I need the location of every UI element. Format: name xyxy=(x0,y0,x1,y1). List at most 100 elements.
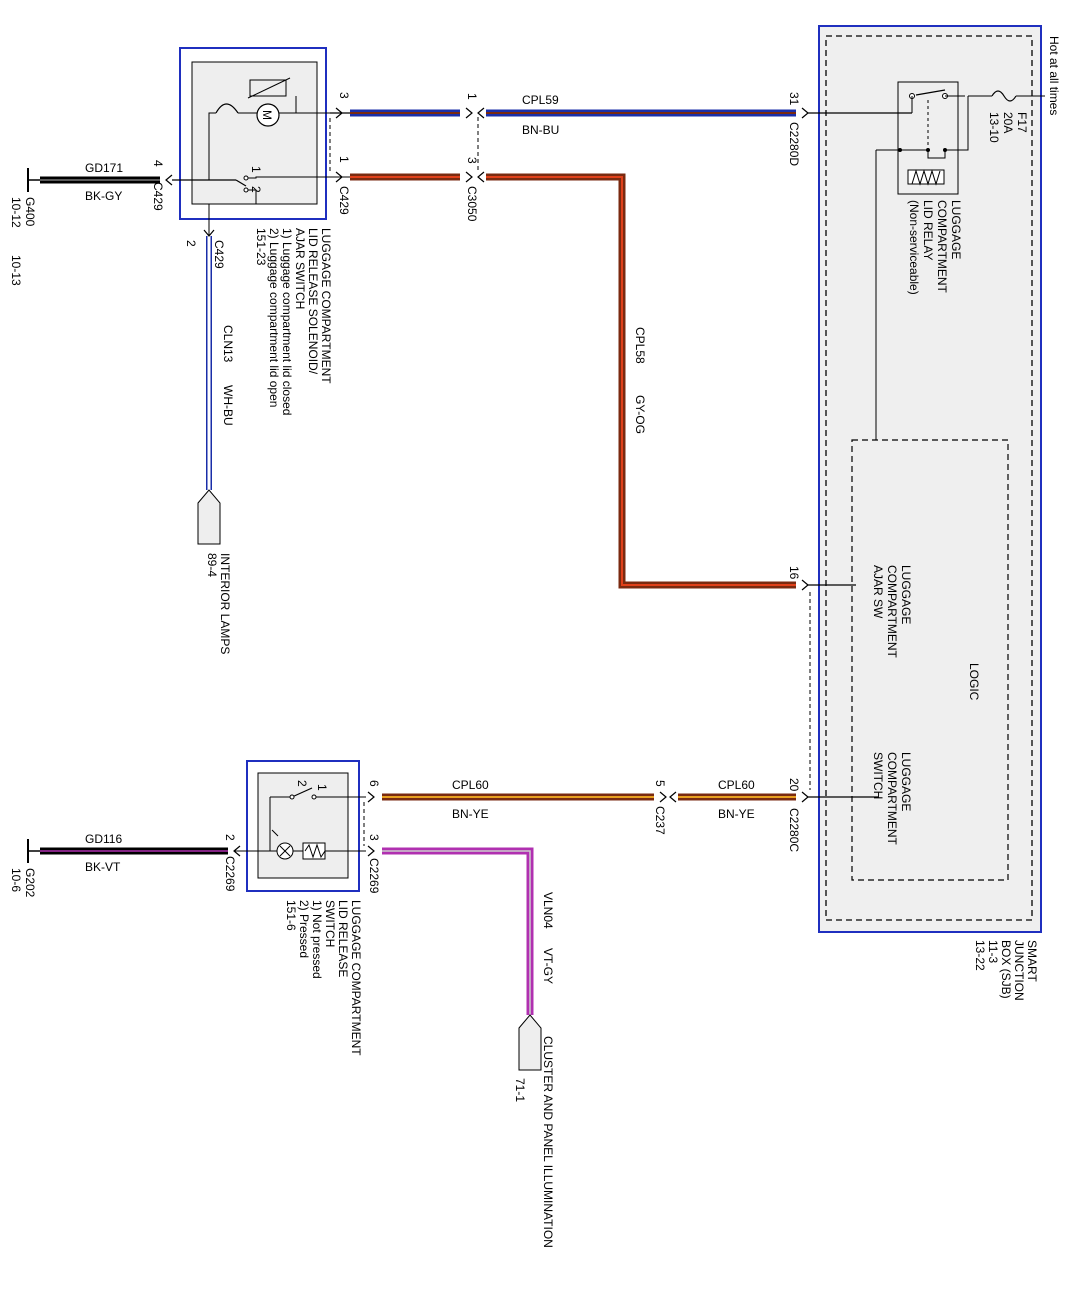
fuse-name: F17 xyxy=(1015,112,1029,133)
fuse-symbol xyxy=(991,90,1017,102)
c2269-label-b: C2269 xyxy=(223,856,237,892)
cpl59-name: CPL59 xyxy=(522,93,559,107)
sjb-dashed-box xyxy=(825,35,1033,921)
logic-label: LOGIC xyxy=(967,663,981,701)
switch-label-2: COMPARTMENT xyxy=(885,752,899,846)
cln13-name: CLN13 xyxy=(221,325,235,363)
g400-label: G400 xyxy=(23,197,37,227)
gd171-name: GD171 xyxy=(85,161,123,175)
fuse-ref: 13-10 xyxy=(987,112,1001,143)
c429-label-b: C429 xyxy=(151,182,165,211)
conn-c2280c: C2280C xyxy=(787,808,801,852)
wire-vln04 xyxy=(382,847,534,1015)
cpl58-color: GY-OG xyxy=(633,395,647,434)
conn-c2280d: C2280D xyxy=(787,122,801,166)
cluster-label: CLUSTER AND PANEL ILLUMINATION xyxy=(541,1036,555,1248)
c2280-pin16-chevron xyxy=(801,579,809,591)
gd116-color: BK-VT xyxy=(85,860,121,874)
c237-chevron-in xyxy=(659,791,667,803)
motor-symbol xyxy=(256,103,280,127)
vln04-color: VT-GY xyxy=(541,948,555,984)
relay-label-3: LID RELAY xyxy=(921,200,935,260)
c2269-label-a: C2269 xyxy=(367,858,381,894)
cluster-ref: 71-1 xyxy=(513,1078,527,1102)
c429-pin4-chevron xyxy=(165,174,173,186)
c2269-pin2: 2 xyxy=(223,834,237,841)
switch-label-3: SWITCH xyxy=(871,752,885,799)
g202-label: G202 xyxy=(23,868,37,898)
cpl60a-color: BN-YE xyxy=(452,807,489,821)
gd171-color: BK-GY xyxy=(85,189,122,203)
c429-pin3-chevron xyxy=(335,107,343,119)
sjb-title-3: BOX (SJB) xyxy=(999,940,1013,999)
ajar-label-2: COMPARTMENT xyxy=(885,565,899,659)
cln13-color: WH-BU xyxy=(221,385,235,426)
cpl60b-name: CPL60 xyxy=(718,778,755,792)
cpl59-color: BN-BU xyxy=(522,123,559,137)
c3050-pin-bottom: 3 xyxy=(465,157,479,164)
relay-label-1: LUGGAGE xyxy=(949,200,963,259)
motor-letter: M xyxy=(260,110,274,120)
c3050-label: C3050 xyxy=(465,186,479,222)
cpl60b-color: BN-YE xyxy=(718,807,755,821)
c2269-pin3: 3 xyxy=(367,834,381,841)
c2269-pin2-chevron xyxy=(233,845,241,857)
pin-16: 16 xyxy=(787,566,801,580)
relay-label-4: (Non-serviceable) xyxy=(907,200,921,295)
release-pin-2: 2 xyxy=(295,780,309,787)
solenoid-label-6: 151-23 xyxy=(254,228,268,266)
logic-dashed-box xyxy=(851,439,1009,881)
g202-ref: 10-6 xyxy=(9,868,23,892)
solenoid-label-3: AJAR SWITCH xyxy=(293,228,307,309)
interior-lamps-connector xyxy=(197,489,221,545)
ajar-label-3: AJAR SW xyxy=(871,565,885,619)
sjb-title-1: SMART xyxy=(1025,940,1039,982)
c429-pin1-chevron xyxy=(335,171,343,183)
g400-ref2: 10-13 xyxy=(9,255,23,286)
ajar-switch-blade xyxy=(235,179,247,187)
wire-cpl58-b xyxy=(486,173,796,589)
solenoid-label-5: 2) Luggage compartment lid open xyxy=(267,228,281,407)
solenoid-label-2: LID RELEASE SOLENOID/ xyxy=(306,228,320,375)
interior-lamps-ref: 89-4 xyxy=(205,553,219,577)
c429-pin3: 3 xyxy=(337,92,351,99)
vln04-name: VLN04 xyxy=(541,892,555,929)
cluster-connector xyxy=(518,1014,542,1071)
cpl58-name: CPL58 xyxy=(633,327,647,364)
c429-pin2: 2 xyxy=(184,240,198,247)
solenoid-outer-box xyxy=(179,47,327,220)
sjb-title-4: 11-3 xyxy=(986,940,1000,963)
gd116-name: GD116 xyxy=(85,832,122,846)
c429-pin1: 1 xyxy=(337,156,351,163)
hot-label: Hot at all times xyxy=(1047,36,1061,115)
c2269-pin3-chevron xyxy=(367,845,375,857)
relay-box xyxy=(897,81,959,195)
pin-31: 31 xyxy=(787,92,801,106)
pin-20: 20 xyxy=(787,778,801,792)
c2269-pin6-chevron xyxy=(367,791,375,803)
release-switch-inner-box xyxy=(257,772,349,879)
c237-chevron-out xyxy=(669,791,677,803)
solenoid-label-1: LUGGAGE COMPARTMENT xyxy=(319,228,333,384)
c2269-pin6: 6 xyxy=(367,780,381,787)
relay-label-2: COMPARTMENT xyxy=(935,200,949,294)
ajar-label-1: LUGGAGE xyxy=(899,565,913,624)
release-label-4: 1) Not pressed xyxy=(310,900,324,979)
sjb-title-2: JUNCTION xyxy=(1012,940,1026,1001)
ajar-pin-1: 1 xyxy=(249,166,263,173)
sjb-title-5: 13-22 xyxy=(973,940,987,971)
c237-pin: 5 xyxy=(653,780,667,787)
ajar-pin-2: 2 xyxy=(249,186,263,193)
release-label-2: LID RELEASE xyxy=(336,900,350,977)
release-pin-1: 1 xyxy=(315,784,329,791)
c2280d-chevron xyxy=(801,107,809,119)
c429-label-a: C429 xyxy=(337,186,351,215)
fuse-rating: 20A xyxy=(1001,112,1015,133)
release-switch-blade xyxy=(291,787,313,798)
release-label-1: LUGGAGE COMPARTMENT xyxy=(349,900,363,1056)
interior-lamps-label: INTERIOR LAMPS xyxy=(218,553,232,654)
c3050-connector xyxy=(465,107,485,183)
switch-label-1: LUGGAGE xyxy=(899,752,913,811)
